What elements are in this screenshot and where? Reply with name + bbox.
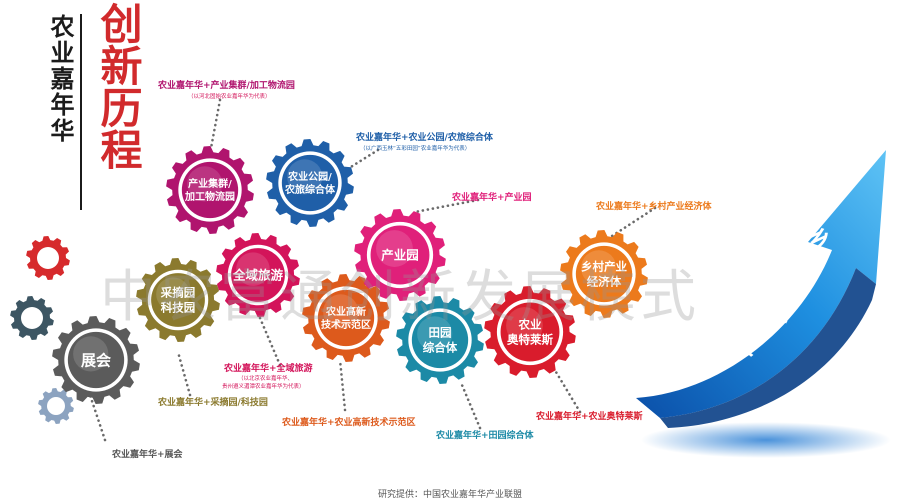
decorative-gear-icon [26,236,70,280]
caption-hitech-zone: 农业嘉年华+农业高新技术示范区 [282,418,416,428]
title-left: 农业嘉年华 [46,14,74,144]
connector-dots [413,198,480,214]
gear-label: 农业公园/农旅综合体 [284,170,336,196]
source-note: 研究提供：中国农业嘉年华产业联盟 [377,490,522,500]
caption-rural-economy: 农业嘉年华+乡村产业经济体 [596,202,712,212]
caption-pastoral-complex: 农业嘉年华+田园综合体 [436,431,534,441]
decorative-gear-icon [10,296,54,340]
subnote-hebei: （以河北固始农业嘉年华为代表） [188,94,271,100]
gear-label: 田园综合体 [423,326,458,355]
arrow-shadow [641,422,891,458]
gear-node: 产业园 [354,209,446,301]
caption-agri-park: 农业嘉年华+农业公园/农旅综合体 [356,133,493,143]
gear-label: 农业高新技术示范区 [321,305,371,331]
connector-dots [88,393,107,442]
subnote-guizhou: 贵州遵义湄潭农业嘉年华为代表） [222,384,305,390]
caption-all-region-tourism: 农业嘉年华+全域旅游 [224,364,313,374]
gear-label: 全域旅游 [232,268,284,283]
gear-node: 展会 [52,316,140,404]
gear-node: 全域旅游 [216,233,300,317]
connector-dots [460,383,482,430]
gear-label: 产业集群/加工物流园 [184,177,235,203]
gear-node: 农业高新技术示范区 [302,274,390,362]
connector-dots [554,370,582,414]
caption-outlets: 农业嘉年华+农业奥特莱斯 [536,412,643,422]
arrow-text-char: 振 [759,300,789,333]
gear-node: 农业奥特莱斯 [484,286,576,378]
connector-dots [176,350,192,397]
gear-node: 产业集群/加工物流园 [166,146,254,234]
connector-dots [338,358,347,412]
caption-expo: 农业嘉年华+展会 [112,450,183,460]
caption-industrial-park: 农业嘉年华+产业园 [452,193,532,203]
gear-node: 采摘园科技园 [136,258,220,342]
caption-industry-cluster: 农业嘉年华+产业集群/加工物流园 [158,81,295,91]
subnote-guangxi: （以广西玉林“五彩田园”农业嘉年华为代表） [360,146,471,152]
gear-label: 乡村产业经济体 [581,260,627,289]
gear-node: 农业公园/农旅综合体 [266,139,354,227]
growth-arrow-icon [636,150,886,418]
decorative-gear-icon [38,388,74,424]
gear-label: 农业奥特莱斯 [506,318,553,347]
arrow-text-char: 村 [780,261,811,295]
title-divider [80,14,82,210]
caption-picking-garden: 农业嘉年华+采摘园/科技园 [158,398,268,408]
title-main: 创新历程 [94,2,143,170]
gear-node: 田园综合体 [396,296,484,384]
arrow-side [660,268,876,428]
connector-dots [610,206,657,238]
subnote-beijing: （以北京农业嘉年华、 [238,376,294,382]
arrow-text-char: 兴 [726,332,754,364]
gear-label: 展会 [81,351,111,369]
gear-node: 乡村产业经济体 [560,230,648,318]
gear-label: 采摘园科技园 [160,286,196,315]
gear-label: 产业园 [381,248,419,263]
connector-dots [258,316,282,367]
